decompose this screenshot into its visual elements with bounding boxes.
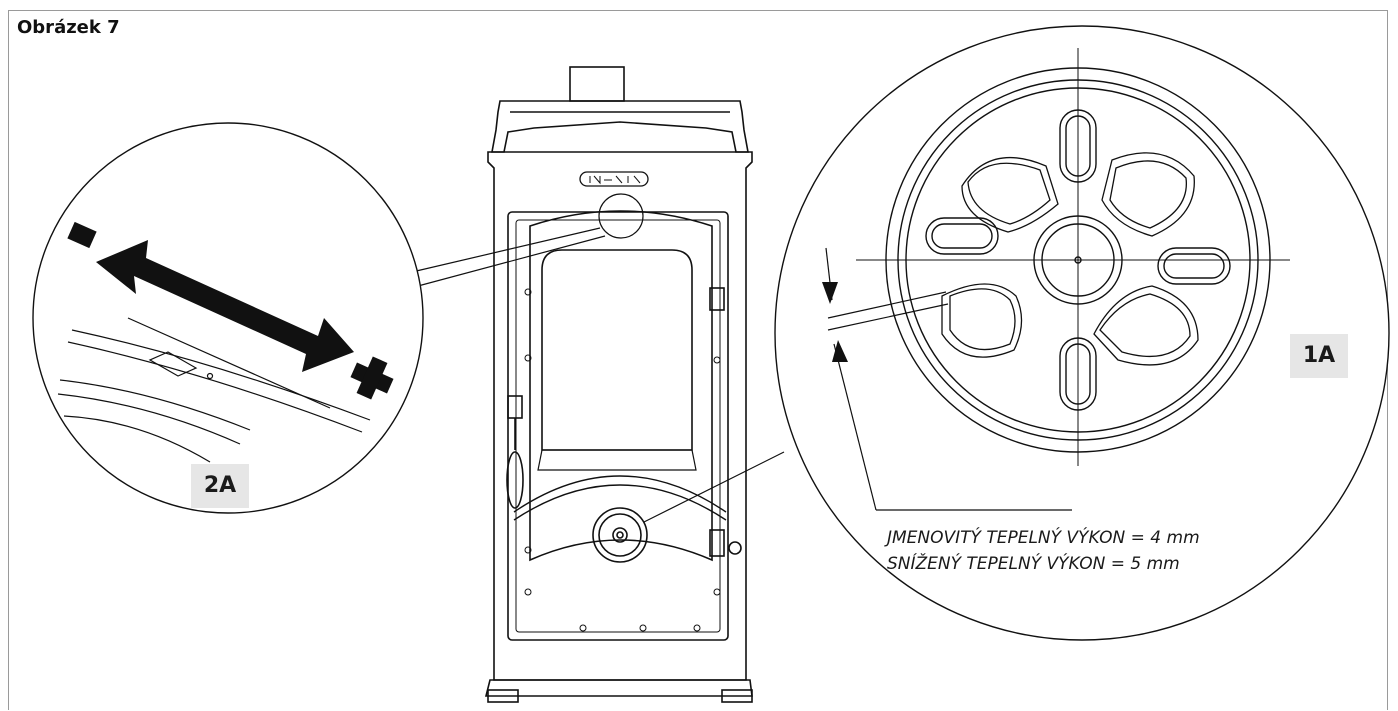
- output-note: JMENOVITÝ TEPELNÝ VÝKON = 4 mm SNÍŽENÝ T…: [887, 525, 1200, 577]
- stove-base: [484, 679, 753, 697]
- detail-1a: [774, 25, 1390, 641]
- flue-pipe: [569, 66, 625, 102]
- door-frame: [507, 211, 729, 641]
- leader-lines: [411, 193, 785, 523]
- stove-top-cap: [491, 100, 749, 153]
- plus-symbol: [350, 356, 394, 400]
- stove-drawing: [484, 66, 753, 703]
- door-panel: [529, 210, 713, 562]
- regulator-slots: [925, 109, 1231, 411]
- note-line-nominal: JMENOVITÝ TEPELNÝ VÝKON = 4 mm: [887, 528, 1200, 548]
- door-hinge: [507, 395, 523, 419]
- air-regulator-small: [592, 507, 648, 563]
- glass-window: [541, 249, 693, 451]
- adjust-double-arrow: [96, 240, 354, 372]
- dimension-arrow-bottom: [832, 340, 848, 362]
- minus-symbol: [67, 221, 97, 249]
- gap-dimension: [825, 247, 1072, 511]
- magnifier-top: [598, 193, 644, 239]
- detail-tag-1a: 1A: [1290, 334, 1348, 378]
- detail-tag-2a: 2A: [191, 464, 249, 508]
- brand-badge: [579, 171, 649, 187]
- door-handle: [506, 451, 524, 509]
- regulator-openings: [941, 152, 1199, 366]
- note-line-reduced: SNÍŽENÝ TEPELNÝ VÝKON = 5 mm: [887, 554, 1180, 574]
- detail-2a: [32, 122, 424, 514]
- figure-title: Obrázek 7: [17, 17, 120, 38]
- dimension-arrow-top: [822, 282, 838, 304]
